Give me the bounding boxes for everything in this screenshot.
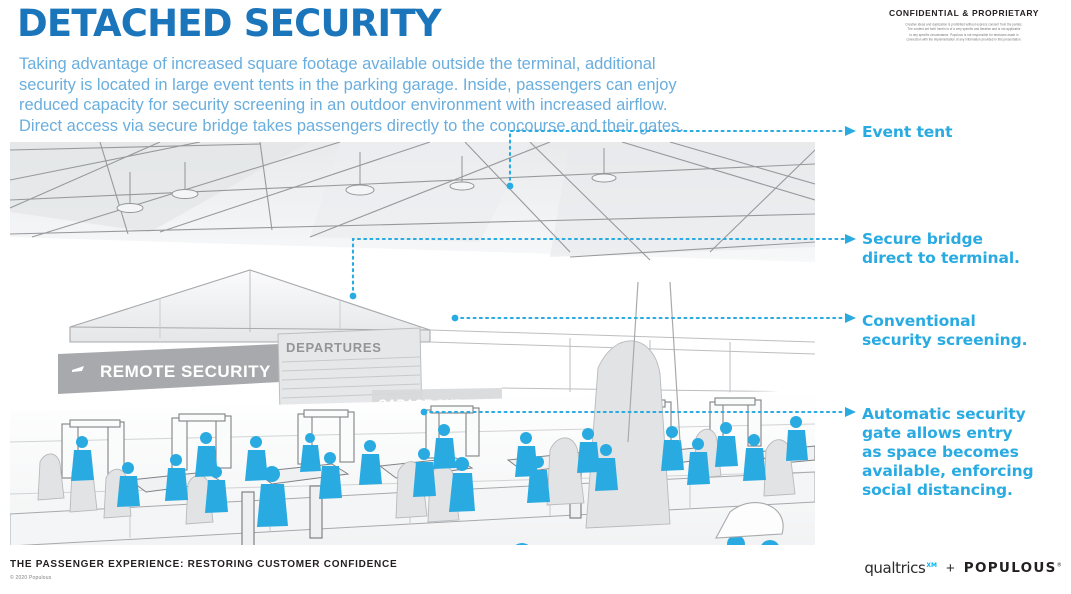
qualtrics-logo: qualtricsXM: [864, 559, 937, 577]
leader-arrow-event-tent: [845, 126, 856, 136]
callout-secure-bridge: Secure bridge direct to terminal.: [862, 230, 1020, 267]
populous-logo: POPULOUS®: [964, 560, 1063, 576]
intro-paragraph: Taking advantage of increased square foo…: [19, 55, 684, 135]
qualtrics-xm-mark: XM: [926, 562, 937, 569]
concept-rendering-svg: REMOTE SECURITY DEPARTURES GARAGE CHECKP…: [10, 142, 815, 545]
confidential-body: Creative ideas and duplication is prohib…: [905, 22, 1023, 42]
footer-divider: [0, 549, 1071, 550]
callout-event-tent: Event tent: [862, 123, 953, 141]
callout-conventional-screening: Conventional security screening.: [862, 312, 1028, 349]
sign-remote-security: REMOTE SECURITY: [58, 344, 280, 394]
page-title: DETACHED SECURITY: [17, 2, 442, 45]
leader-arrow-conventional-screening: [845, 313, 856, 323]
footer-copyright: © 2020 Populous: [10, 575, 52, 581]
footer-title: THE PASSENGER EXPERIENCE: RESTORING CUST…: [10, 559, 398, 570]
populous-registered-mark: ®: [1056, 562, 1063, 569]
footer-logos: qualtricsXM + POPULOUS®: [864, 559, 1063, 577]
plus-sign: +: [946, 559, 955, 577]
concept-rendering: REMOTE SECURITY DEPARTURES GARAGE CHECKP…: [10, 142, 815, 545]
confidential-title: CONFIDENTIAL & PROPRIETARY: [888, 8, 1040, 18]
populous-wordmark: POPULOUS: [963, 560, 1057, 576]
qualtrics-wordmark: qualtrics: [864, 559, 926, 577]
svg-text:REMOTE SECURITY: REMOTE SECURITY: [100, 362, 271, 381]
callout-automatic-gate: Automatic security gate allows entry as …: [862, 405, 1034, 499]
leader-arrow-automatic-gate: [845, 407, 856, 417]
svg-text:DEPARTURES: DEPARTURES: [286, 340, 382, 355]
confidential-notice: CONFIDENTIAL & PROPRIETARY Creative idea…: [863, 8, 1065, 42]
leader-arrow-secure-bridge: [845, 234, 856, 244]
